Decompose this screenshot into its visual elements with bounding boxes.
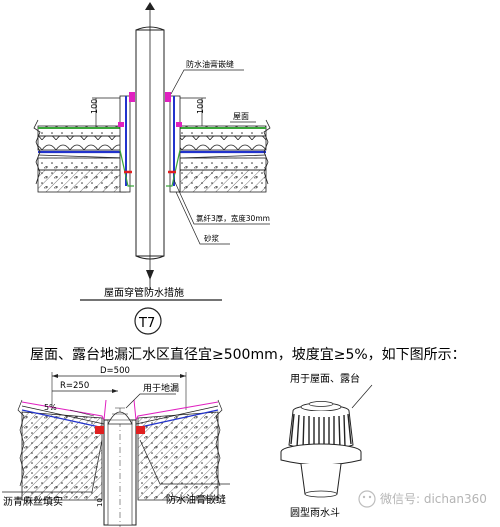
label-use: 用于屋面、露台	[290, 372, 360, 385]
vertical-pipe	[135, 2, 165, 290]
left-slab	[37, 125, 127, 193]
dim-100-right: 100	[196, 99, 205, 114]
right-slab	[179, 125, 267, 193]
figure-tag: T7	[138, 316, 155, 331]
top-figure-title: 屋面穿管防水措施	[104, 286, 184, 299]
label-slope: 5%	[44, 403, 57, 412]
watermark: 微信号: dichan360	[358, 490, 487, 508]
sealant-marks	[118, 92, 182, 174]
dim-10: 10	[96, 498, 104, 507]
label-roof: 屋面	[233, 112, 249, 121]
dim-100-left: 100	[90, 99, 99, 114]
product-name: 圆型雨水斗	[290, 506, 340, 519]
dim-r250: R=250	[60, 381, 89, 391]
roof-pipe-section: 100 100 防水油膏嵌缝 屋面 氯纤3厚，宽度30mm 砂浆 屋面穿管防水措…	[33, 2, 271, 335]
label-mortar: 砂浆	[204, 233, 219, 243]
label-sealant-top: 防水油膏嵌缝	[186, 59, 234, 69]
label-floor-drain: 用于地漏	[143, 382, 179, 394]
floor-drain-section: D=500 R=250 用于地漏 5% 沥青麻丝填实	[2, 366, 230, 527]
watermark-text: 微信号: dichan360	[380, 492, 487, 506]
caption: 屋面、露台地漏汇水区直径宜≥500mm，坡度宜≥5%，如下图所示：	[30, 347, 466, 363]
label-foam: 氯纤3厚，宽度30mm	[196, 213, 270, 223]
rain-hopper-product: 用于屋面、露台 圆型雨水斗	[280, 372, 373, 519]
label-sealant-drain: 防水油膏嵌缝	[166, 493, 226, 506]
dim-d500: D=500	[100, 366, 130, 376]
label-asphalt: 沥青麻丝填实	[3, 495, 63, 508]
